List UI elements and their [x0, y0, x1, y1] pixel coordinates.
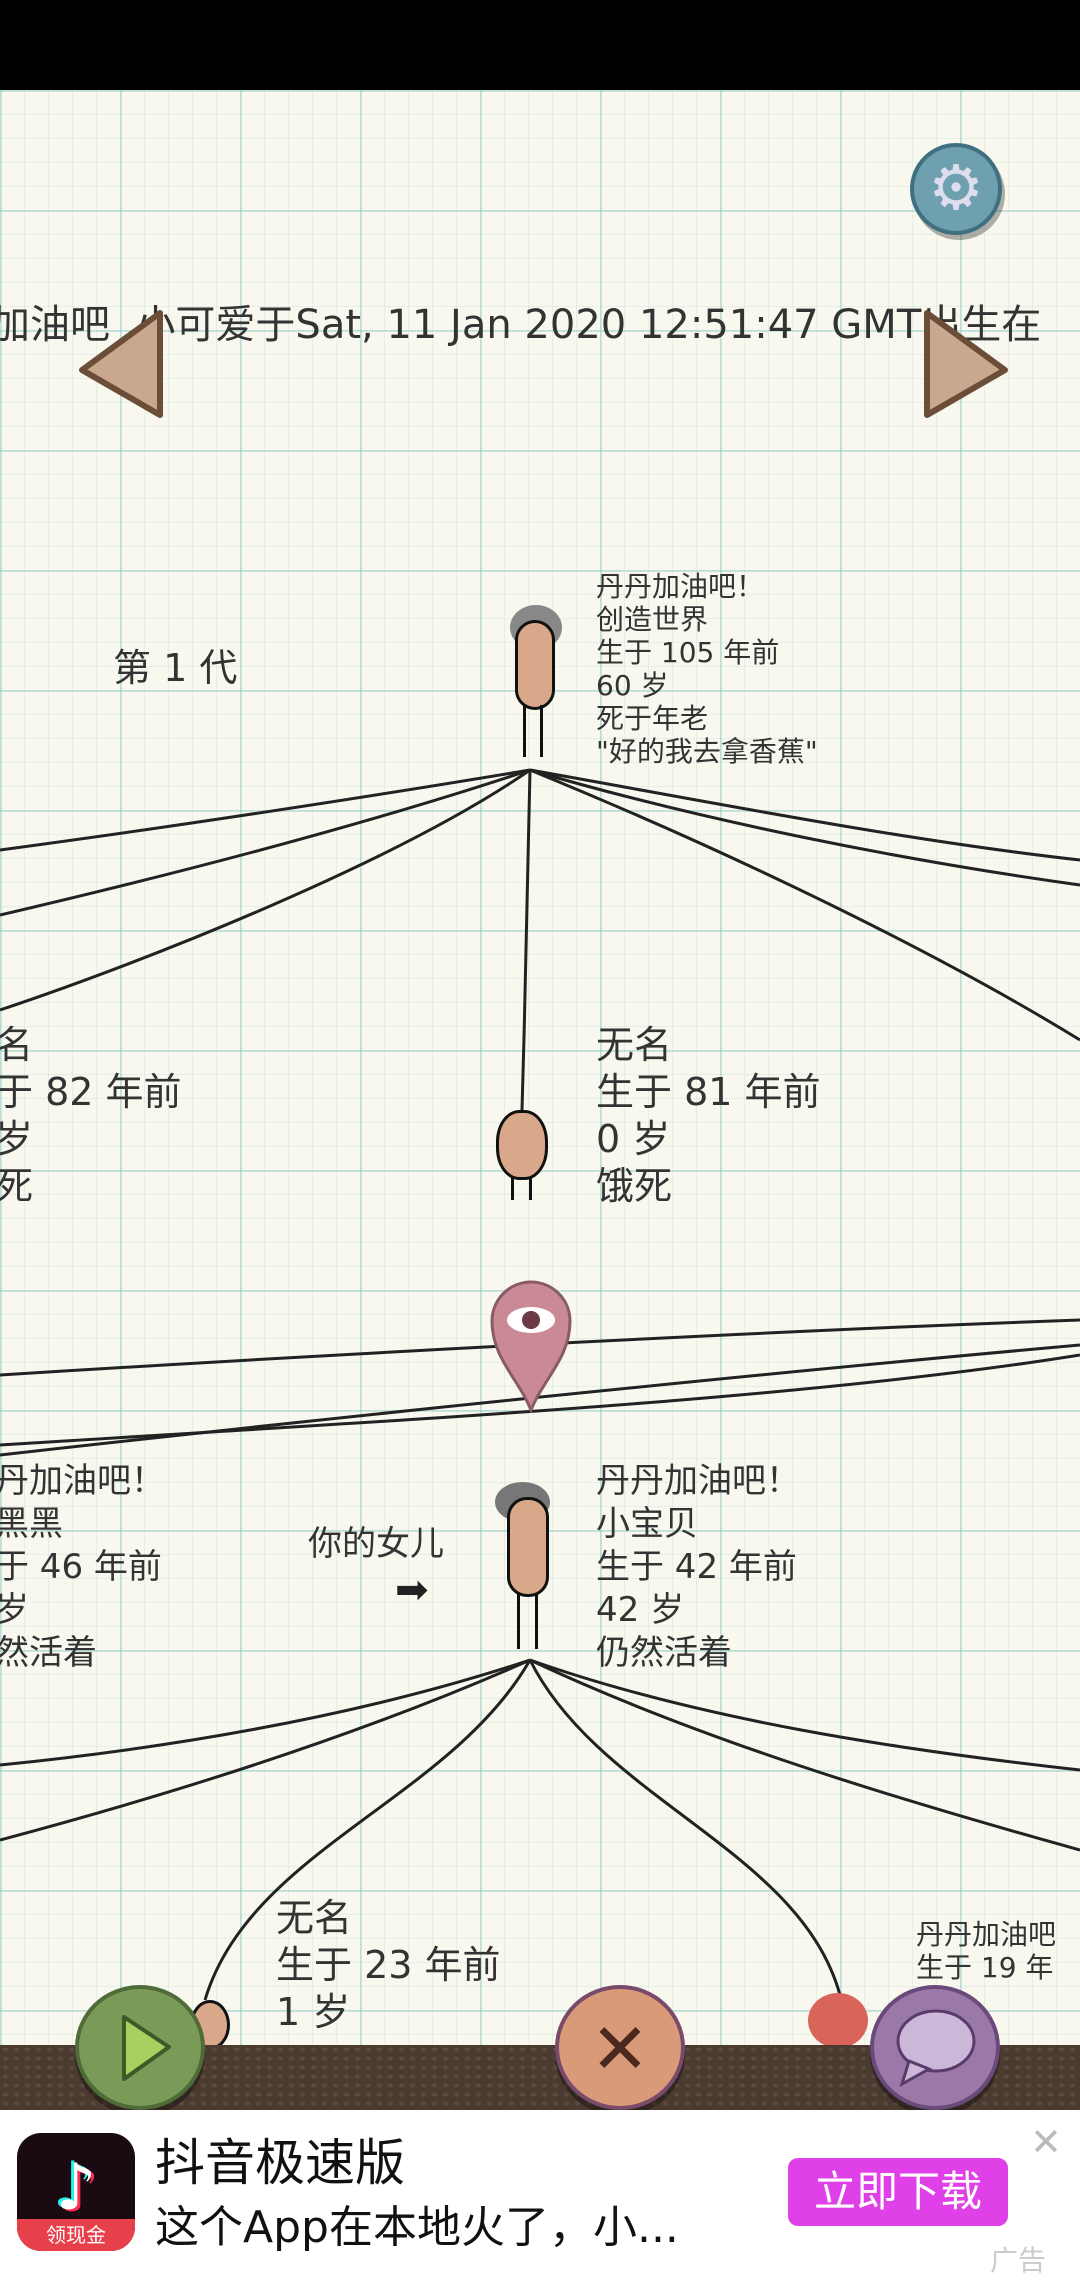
person-death: 死于年老: [596, 702, 709, 735]
line: 仍然活着: [596, 1633, 732, 1673]
line: 名: [0, 1023, 34, 1067]
line: 42 岁: [596, 1590, 685, 1630]
line: 生于 42 年前: [596, 1547, 797, 1587]
your-daughter-label: 你的女儿: [308, 1524, 444, 1564]
line: 生于 19 年: [916, 1951, 1054, 1984]
person-you[interactable]: [495, 1482, 565, 1657]
ad-label: 广告: [990, 2244, 1047, 2277]
download-button[interactable]: 立即下载: [788, 2158, 1008, 2226]
gen3-right-info: 丹丹加油吧生于 19 年: [916, 1918, 1056, 1984]
line: 1 岁: [276, 1990, 351, 2034]
person-name: 创造世界: [596, 603, 709, 636]
ad-banner[interactable]: ♪ 领现金 抖音极速版 这个App在本地火了，小... 立即下载 ✕ 广告: [0, 2110, 1080, 2280]
line: 无名: [276, 1896, 353, 1940]
puppet-icon: ✕: [590, 2008, 650, 2090]
child-left-info: 名于 82 年前岁死: [0, 1022, 182, 1210]
chat-button[interactable]: [870, 1985, 1000, 2110]
status-bar: [0, 0, 1080, 90]
play-button[interactable]: [75, 1985, 205, 2110]
arrow-left-icon[interactable]: [72, 305, 172, 420]
eye-pin-icon[interactable]: [488, 1278, 574, 1413]
line: 小宝贝: [596, 1504, 698, 1544]
person-quote: "好的我去拿香蕉": [596, 735, 818, 768]
ad-title: 抖音极速版: [155, 2134, 405, 2192]
close-icon[interactable]: ✕: [1030, 2120, 1062, 2164]
person-child-right[interactable]: [808, 1993, 868, 2048]
icon-badge: 领现金: [17, 2219, 135, 2251]
arrow-right-icon[interactable]: [915, 305, 1015, 420]
ad-subtitle: 这个App在本地火了，小...: [155, 2202, 679, 2253]
line: 丹丹加油吧: [916, 1918, 1057, 1951]
line: 死: [0, 1164, 34, 1208]
family-tree-lines: [0, 768, 1080, 2001]
line: 生于 81 年前: [596, 1070, 821, 1114]
line: 丹丹加油吧！: [596, 1461, 800, 1501]
puppet-button[interactable]: ✕: [555, 1985, 685, 2110]
generation-label: 第 1 代: [113, 646, 238, 690]
line: 岁: [0, 1117, 34, 1161]
line: 然活着: [0, 1633, 97, 1673]
chat-icon: [896, 2009, 976, 2088]
person-age: 60 岁: [596, 669, 669, 702]
person-gen1-founder[interactable]: [505, 605, 565, 760]
gen2-left-info: 丹加油吧！黑黑于 46 年前岁然活着: [0, 1460, 165, 1675]
gear-icon[interactable]: ⚙: [910, 143, 1002, 235]
line: 无名: [596, 1023, 673, 1067]
line: 生于 23 年前: [276, 1943, 501, 1987]
line: 于 46 年前: [0, 1547, 162, 1587]
line: 0 岁: [596, 1117, 671, 1161]
arrow-right-icon: ➡: [395, 1567, 429, 1613]
line: 岁: [0, 1590, 29, 1630]
music-note-icon: ♪: [55, 2151, 97, 2225]
line: 丹加油吧！: [0, 1461, 165, 1501]
person-baby[interactable]: [493, 1110, 553, 1205]
line: 黑黑: [0, 1504, 63, 1544]
line: 饿死: [596, 1164, 673, 1208]
line: 于 82 年前: [0, 1070, 182, 1114]
play-icon: [122, 2015, 171, 2081]
person-born: 生于 105 年前: [596, 636, 780, 669]
app-icon[interactable]: ♪ 领现金: [17, 2133, 135, 2251]
person-surname: 丹丹加油吧！: [596, 570, 765, 603]
